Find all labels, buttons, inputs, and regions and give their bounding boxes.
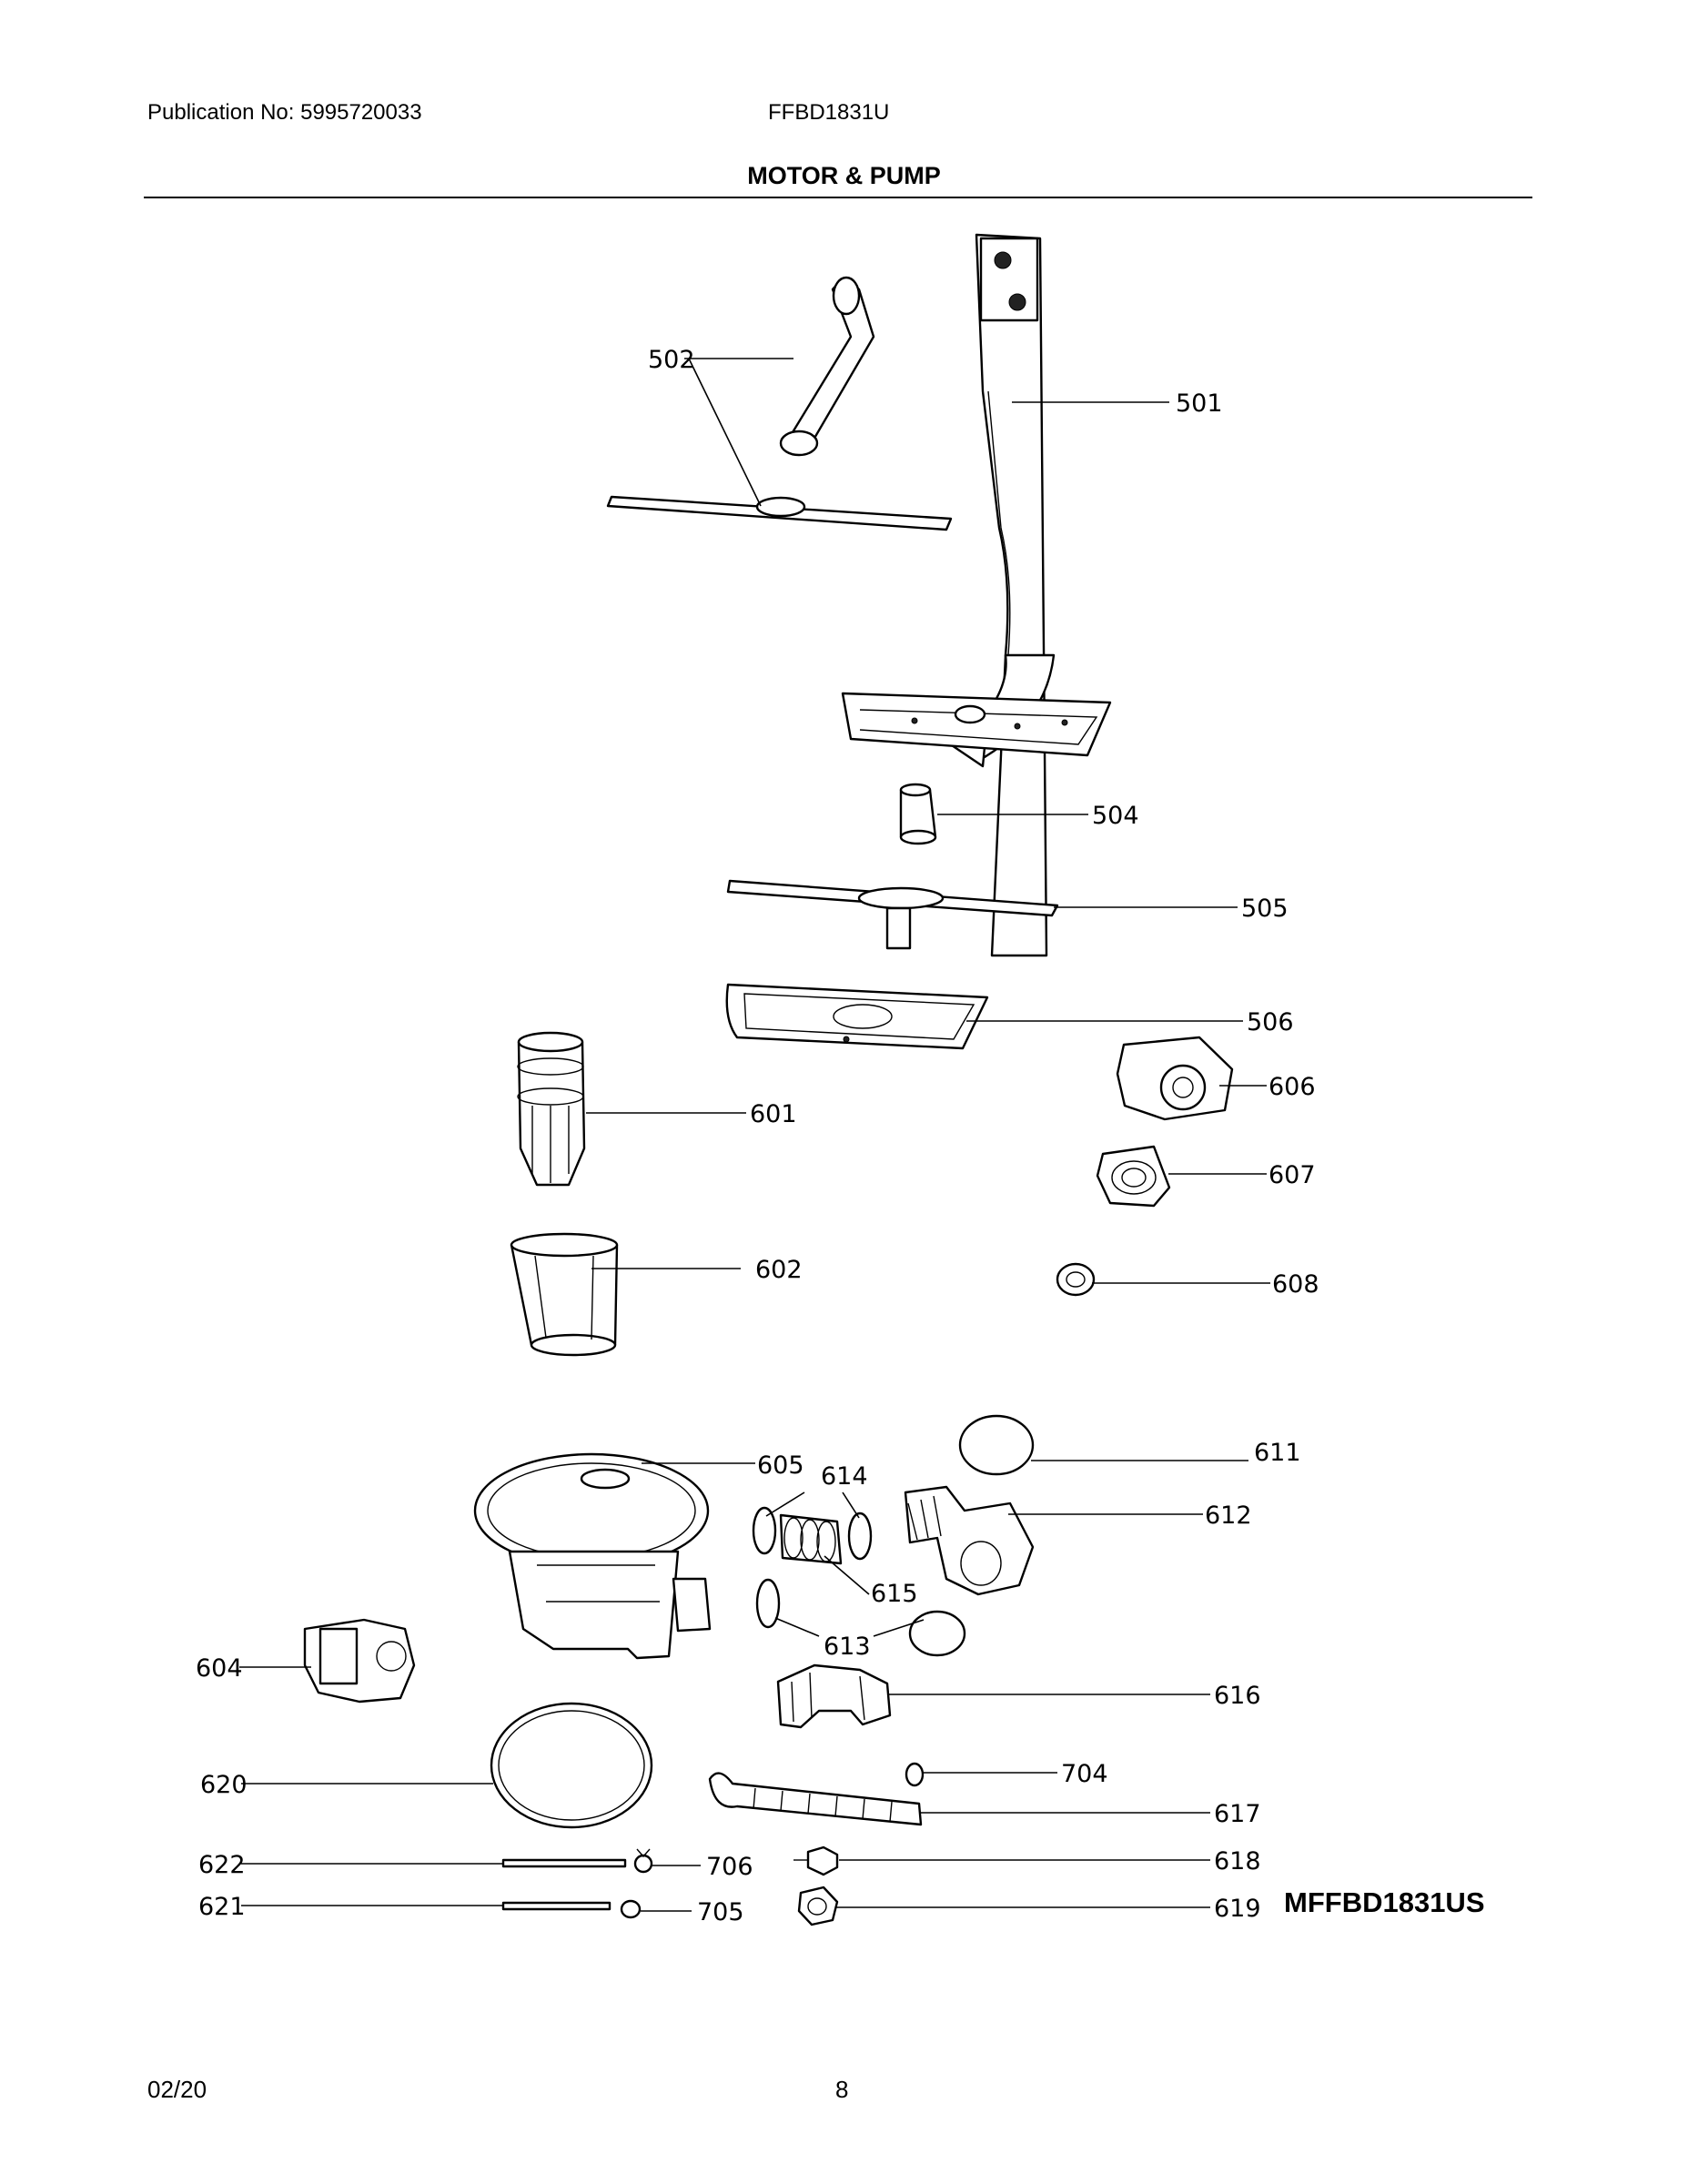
callout-619: 619 [1214,1895,1261,1923]
leader-613b [873,1619,925,1637]
footer-date: 02/20 [147,2076,207,2103]
part-501-supply-tube [945,233,1056,957]
part-615-coupling [779,1513,843,1565]
part-616-hose-elbow [776,1663,892,1729]
part-614-clamps [752,1506,873,1561]
part-607-impeller-housing [1096,1145,1171,1208]
callout-706: 706 [706,1853,753,1881]
callout-622: 622 [198,1851,246,1879]
callout-705: 705 [697,1898,744,1926]
callout-618: 618 [1214,1847,1261,1876]
part-706-clip [633,1848,653,1874]
leader-614a [765,1491,805,1517]
callout-505: 505 [1241,895,1289,923]
callout-620: 620 [200,1771,248,1799]
callout-504: 504 [1092,802,1139,830]
callout-506: 506 [1247,1008,1294,1036]
leader-502b [688,358,762,507]
part-705-grommet [620,1899,642,1919]
callout-616: 616 [1214,1682,1261,1710]
callout-611: 611 [1254,1439,1301,1467]
part-613-clamps [755,1578,966,1657]
leader-613a [774,1617,820,1637]
part-602-fine-filter [510,1232,619,1357]
callout-502: 502 [648,346,695,374]
part-605-sump-assembly [473,1452,712,1660]
part-606-circulation-motor [1116,1036,1234,1121]
callout-501: 501 [1176,389,1223,418]
callout-612: 612 [1205,1502,1252,1530]
part-504-hub [899,783,937,845]
page-title: MOTOR & PUMP [747,162,941,189]
part-611-gasket-ring [958,1414,1035,1476]
page-number: 8 [835,2076,849,2103]
part-612-pump-volute [904,1485,1035,1596]
callout-602: 602 [755,1256,803,1284]
callout-604: 604 [196,1654,243,1683]
callout-615: 615 [871,1580,918,1608]
part-502-upper-spray-arm [606,276,953,531]
part-617-drain-hose [708,1772,923,1826]
callout-614: 614 [821,1462,868,1491]
callout-613: 613 [824,1633,871,1661]
part-501-base-plate [841,692,1112,757]
callout-601: 601 [750,1100,797,1128]
title-rule [144,197,1532,198]
part-622-rod [501,1858,627,1868]
callout-621: 621 [198,1893,246,1921]
callout-606: 606 [1269,1073,1316,1101]
part-621-rod [501,1901,612,1911]
part-619-check-valve [797,1886,839,1926]
callout-617: 617 [1214,1800,1261,1828]
part-604-drain-pump [303,1618,416,1704]
callout-607: 607 [1269,1161,1316,1189]
callout-608: 608 [1272,1270,1319,1299]
part-601-coarse-filter [517,1031,586,1187]
part-618-fitting [793,1845,839,1876]
part-620-sump-gasket [490,1702,653,1829]
leader-615 [824,1555,870,1595]
part-704-hose-clamp [905,1762,925,1787]
callout-605: 605 [757,1451,804,1480]
part-506-filter-plate [725,983,989,1050]
publication-number: Publication No: 5995720033 [147,100,422,125]
part-505-lower-spray-arm [726,879,1059,950]
callout-704: 704 [1061,1760,1108,1788]
variant-label: MFFBD1831US [1284,1886,1485,1918]
leader-614b [842,1491,860,1519]
model-number: FFBD1831U [768,100,890,125]
part-608-seal [1056,1262,1096,1297]
